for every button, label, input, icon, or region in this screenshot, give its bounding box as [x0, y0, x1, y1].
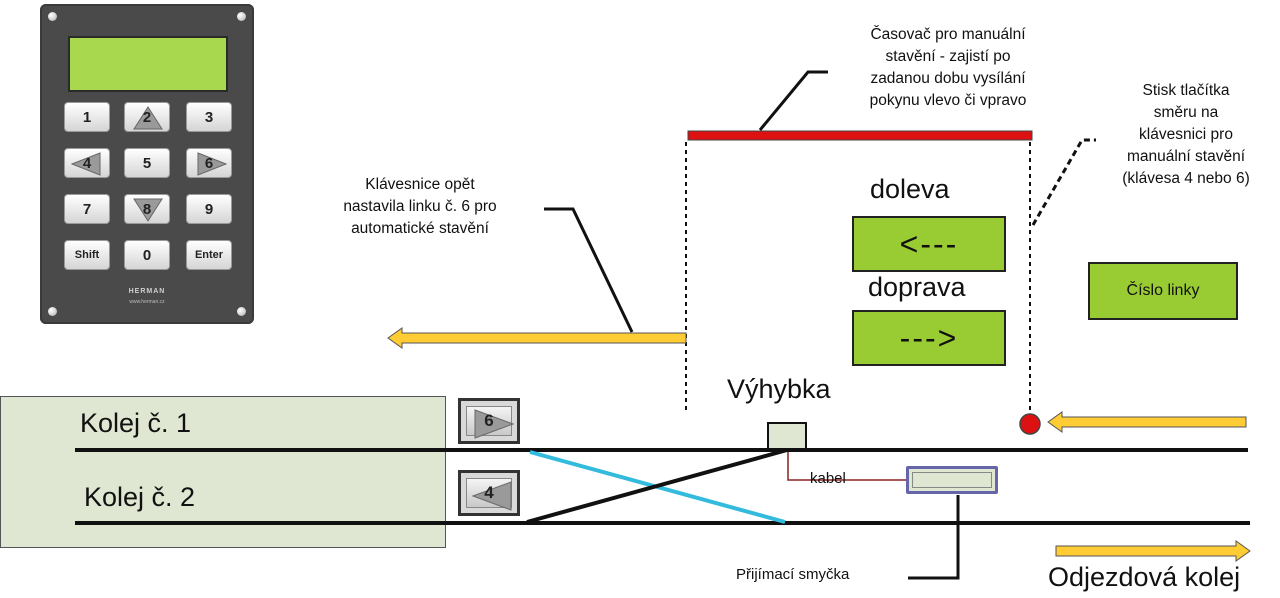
key-9[interactable]: 9: [186, 194, 232, 224]
cable-line: [787, 452, 906, 481]
key-2[interactable]: 2: [124, 102, 170, 132]
screw-icon: [237, 307, 246, 316]
key-label: 4: [82, 154, 92, 172]
key-label: 3: [204, 108, 214, 126]
signal-face: 6: [466, 406, 515, 439]
key-label: 9: [204, 200, 214, 218]
note-line: Stisk tlačítka: [1142, 82, 1230, 99]
keypad-device: 1 2 3 4 5 6 7 8 9 Shift 0 Enter HERMAN w…: [40, 4, 254, 324]
key-label: 0: [142, 246, 152, 264]
arrow-departure: [1055, 540, 1251, 562]
note-line: stavění - zajistí po: [885, 48, 1011, 65]
key-7[interactable]: 7: [64, 194, 110, 224]
note-line: zadanou dobu vysílání: [870, 70, 1026, 87]
screw-icon: [48, 12, 57, 21]
doprava-label: doprava: [868, 272, 966, 302]
key-label: 1: [82, 108, 92, 126]
cislo-linky-label: Číslo linky: [1126, 282, 1200, 299]
odjezdova-kolej-label: Odjezdová kolej: [1048, 562, 1241, 592]
note-casovac: Časovač pro manuální stavění - zajistí p…: [828, 24, 1068, 112]
key-5[interactable]: 5: [124, 148, 170, 178]
note-line: (klávesa 4 nebo 6): [1122, 170, 1250, 187]
note-line: automatické stavění: [351, 220, 489, 237]
note-line: Klávesnice opět: [365, 176, 475, 193]
doleva-arrow-text: <---: [899, 226, 959, 262]
leader-casovac: [758, 70, 828, 131]
crossover-line-black: [526, 448, 788, 524]
doleva-box: <---: [852, 216, 1006, 272]
kolej-1-label: Kolej č. 1: [80, 408, 192, 438]
key-4[interactable]: 4: [64, 148, 110, 178]
note-stisk: Stisk tlačítka směru na klávesnici pro m…: [1092, 80, 1280, 190]
key-label: Enter: [194, 249, 224, 261]
prijimaci-smycka-label: Přijímací smyčka: [736, 566, 850, 583]
arrow-right-icon: [474, 409, 515, 439]
note-line: směru na: [1153, 104, 1219, 121]
arrow-right-icon: [197, 152, 227, 176]
signal-number: 6: [484, 411, 494, 430]
signal-face: 4: [466, 478, 512, 511]
arrow-left-icon: [71, 152, 101, 176]
signal-line-4: 4: [458, 470, 520, 516]
receiving-loop-inner: [912, 472, 992, 488]
key-label: 7: [82, 200, 92, 218]
kolej-2-label: Kolej č. 2: [84, 482, 196, 512]
key-label: 5: [142, 154, 152, 172]
arrow-incoming: [1047, 411, 1247, 433]
signal-number: 4: [484, 483, 494, 502]
kabel-label: kabel: [810, 470, 846, 487]
key-label: Shift: [74, 249, 100, 261]
arrow-up-icon: [133, 106, 163, 130]
leader-prijimaci: [908, 495, 960, 580]
key-8[interactable]: 8: [124, 194, 170, 224]
keypad-brand: HERMAN: [128, 288, 166, 295]
doprava-arrow-text: --->: [899, 320, 959, 356]
key-0[interactable]: 0: [124, 240, 170, 270]
key-6[interactable]: 6: [186, 148, 232, 178]
keypad-brand-url: www.herman.cz: [129, 299, 165, 305]
signal-line-6: 6: [458, 398, 520, 444]
leader-stisk: [1031, 138, 1096, 226]
key-shift[interactable]: Shift: [64, 240, 110, 270]
note-line: klávesnici pro: [1139, 126, 1233, 143]
receiving-loop: [906, 466, 998, 494]
note-line: nastavila linku č. 6 pro: [343, 198, 497, 215]
arrow-left-icon: [471, 481, 512, 511]
leader-klavesnice: [544, 207, 634, 333]
key-label: 6: [204, 154, 214, 172]
key-3[interactable]: 3: [186, 102, 232, 132]
screw-icon: [237, 12, 246, 21]
timer-bar: [687, 130, 1033, 141]
switch-motor-box: [767, 422, 807, 450]
push-point-icon: [1019, 413, 1041, 435]
doleva-label: doleva: [870, 174, 950, 204]
vyhybka-label: Výhybka: [727, 374, 831, 404]
doprava-box: --->: [852, 310, 1006, 366]
screw-icon: [48, 307, 57, 316]
keypad-display: [68, 36, 228, 92]
note-line: Časovač pro manuální: [870, 26, 1026, 43]
key-label: 8: [142, 200, 152, 218]
key-1[interactable]: 1: [64, 102, 110, 132]
note-line: manuální stavění: [1126, 148, 1246, 165]
key-enter[interactable]: Enter: [186, 240, 232, 270]
key-label: 2: [142, 108, 152, 126]
note-line: pokynu vlevo či vpravo: [869, 92, 1027, 109]
cislo-linky-box: Číslo linky: [1088, 262, 1238, 320]
note-klavesnice: Klávesnice opět nastavila linku č. 6 pro…: [300, 174, 540, 240]
arrow-down-icon: [133, 198, 163, 222]
arrow-left-auto: [387, 327, 687, 349]
